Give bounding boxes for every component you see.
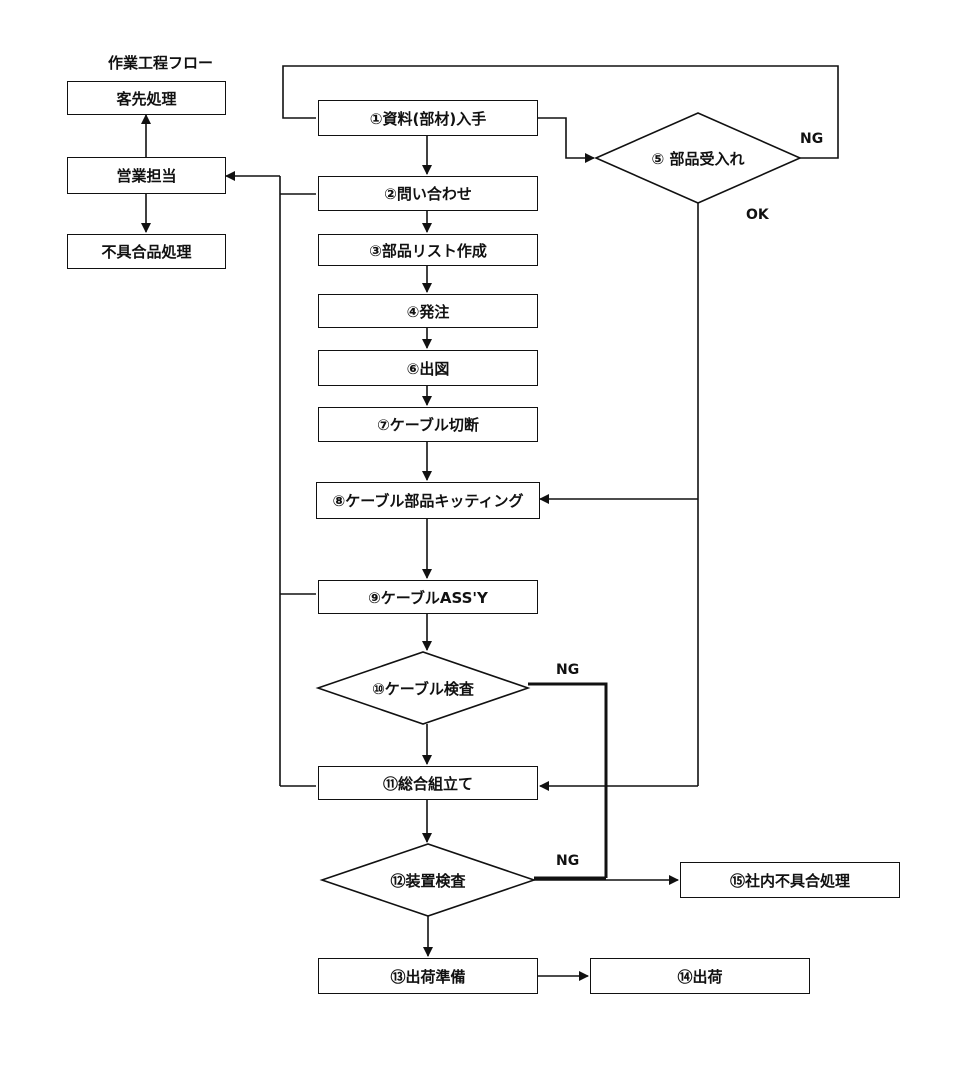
- branch-label-ng-d5: NG: [800, 131, 824, 147]
- step-box-s7: ⑦ケーブル切断: [318, 407, 538, 442]
- connector-s1-d5: [538, 117, 595, 163]
- step-box-s6: ⑥出図: [318, 350, 538, 386]
- branch-label-ng-d12: NG: [556, 853, 580, 869]
- decision-label-d12: ⑫装置検査: [390, 871, 466, 890]
- step-box-s13: ⑬出荷準備: [318, 958, 538, 994]
- decision-label-d5: ⑤ 部品受入れ: [651, 149, 745, 168]
- step-box-s8: ⑧ケーブル部品キッティング: [316, 482, 540, 519]
- step-box-s14: ⑭出荷: [590, 958, 810, 994]
- sales-box: 営業担当: [67, 157, 226, 194]
- decision-shape-d10: [315, 651, 531, 725]
- decision-label-d10: ⑩ケーブル検査: [372, 679, 474, 698]
- step-box-s2: ②問い合わせ: [318, 176, 538, 211]
- connector-d5-ng-loop: [282, 65, 839, 159]
- page-title: 作業工程フロー: [108, 54, 214, 72]
- connector-d10-ng: [528, 682, 608, 878]
- step-box-s4: ④発注: [318, 294, 538, 328]
- branch-label-ok-d5: OK: [746, 207, 769, 223]
- customer-handling-box: 客先処理: [67, 81, 226, 115]
- step-box-s15: ⑮社内不具合処理: [680, 862, 900, 898]
- step-box-s1: ①資料(部材)入手: [318, 100, 538, 136]
- step-box-s3: ③部品リスト作成: [318, 234, 538, 266]
- step-box-s11: ⑪総合組立て: [318, 766, 538, 800]
- step-box-s9: ⑨ケーブルASS'Y: [318, 580, 538, 614]
- defect-handling-box: 不具合品処理: [67, 234, 226, 269]
- branch-label-ng-d10: NG: [556, 662, 580, 678]
